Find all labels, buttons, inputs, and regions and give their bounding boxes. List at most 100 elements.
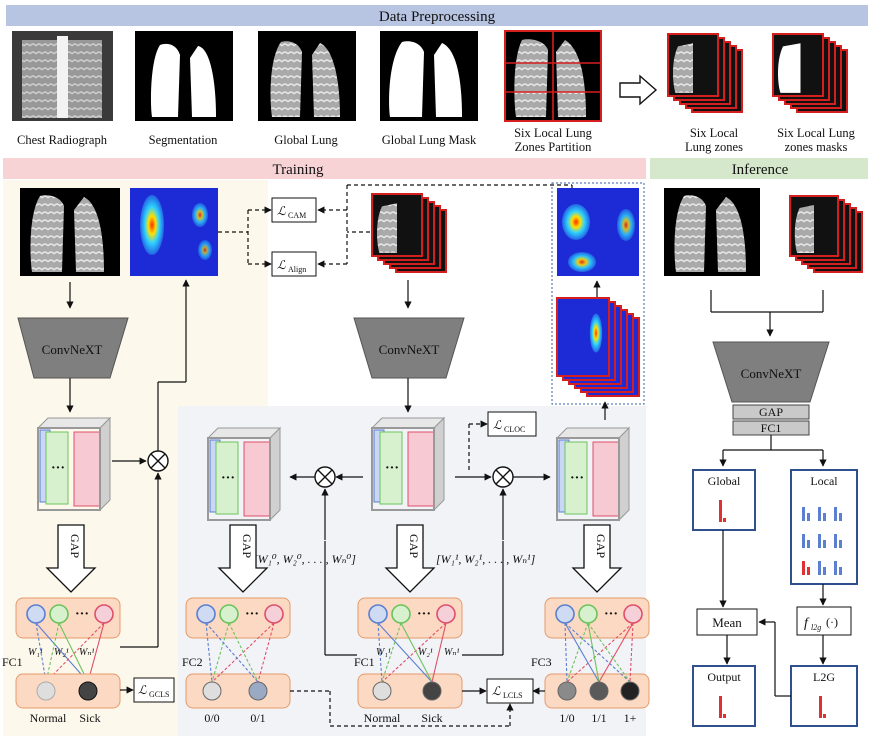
label-1plus: 1+ xyxy=(624,711,637,725)
node-blue-global xyxy=(26,604,46,624)
local-prediction-bars xyxy=(802,507,842,575)
local-bar xyxy=(807,540,810,548)
svg-text:···: ··· xyxy=(417,607,431,622)
w1-label-local: W₁¹ xyxy=(376,647,391,658)
global-cam-heatmap xyxy=(130,188,218,276)
inference-local-zones-stack xyxy=(789,195,863,273)
six-local-masks-stack xyxy=(772,33,848,113)
label-normal-global: Normal xyxy=(30,711,67,725)
loss-cloc-sub: CLOC xyxy=(504,425,525,434)
local-bar xyxy=(802,561,805,575)
gap-arrow-global: GAP xyxy=(45,524,97,593)
segmentation-image xyxy=(135,31,233,121)
label-normal-local: Normal xyxy=(364,711,401,725)
fc1-label-local: FC1 xyxy=(354,655,375,669)
loss-cam-symbol: ℒ xyxy=(277,204,286,218)
header-inference: Inference xyxy=(732,162,789,178)
loss-cam-box xyxy=(271,197,317,223)
feature-maps-fc2: ··· xyxy=(206,426,282,522)
label-sick-global: Sick xyxy=(79,711,100,725)
train-zone-layer xyxy=(371,193,423,257)
mean-label: Mean xyxy=(712,615,742,630)
gap-inference-box xyxy=(732,404,810,420)
local-cam-stack xyxy=(556,297,640,397)
w1-label-global: W₁¹ xyxy=(28,647,43,658)
l2g-prediction-bars xyxy=(819,696,826,718)
gap-label-fc3: GAP xyxy=(594,534,608,558)
local-bar xyxy=(839,567,842,575)
loss-gcls-box xyxy=(133,677,175,703)
fc1-label-global: FC1 xyxy=(2,655,23,669)
loss-lcls-box xyxy=(486,678,534,704)
local-bar xyxy=(818,534,821,548)
multiply-fc3 xyxy=(492,466,514,488)
local-bar xyxy=(834,534,837,548)
label-11: 1/1 xyxy=(591,711,606,725)
local-bar xyxy=(823,513,826,521)
convnext-global-label: ConvNeXT xyxy=(42,342,103,357)
training-global-lung-image xyxy=(20,188,120,276)
output-prediction-bars xyxy=(719,696,726,718)
caption-global-lung-mask: Global Lung Mask xyxy=(382,133,477,147)
local-bar xyxy=(839,513,842,521)
inf-zone-layer xyxy=(789,195,839,257)
fc1-local-block: ··· xyxy=(357,597,463,709)
header-preprocessing: Data Preprocessing xyxy=(379,9,496,25)
local-cam-heatmap-top xyxy=(557,188,639,276)
inference-l2g-label: L2G xyxy=(813,670,835,684)
six-zones-partition-image xyxy=(504,30,602,122)
fc2-block: ··· xyxy=(185,597,291,709)
gap-label-global: GAP xyxy=(68,534,82,558)
node-red-global xyxy=(94,604,114,624)
multiply-global xyxy=(147,450,169,472)
global-lung-image xyxy=(258,31,356,121)
caption-six-zones-1: Six Local Lung xyxy=(514,126,593,140)
loss-align-box xyxy=(271,251,317,277)
loss-align-sub: Align xyxy=(288,265,306,274)
svg-text:···: ··· xyxy=(604,607,618,622)
loss-cloc-box xyxy=(487,411,537,437)
gap-arrow-fc2: GAP xyxy=(217,524,269,593)
feature-maps-global: ··· xyxy=(36,416,112,512)
w2-label-global: W₂¹ xyxy=(54,647,69,658)
caption-six-zones-2: Zones Partition xyxy=(515,140,592,154)
header-training-bar xyxy=(3,158,646,179)
label-00: 0/0 xyxy=(204,711,219,725)
six-local-zones-stack xyxy=(667,33,743,113)
w2-label-local: W₂¹ xyxy=(418,647,433,658)
svg-text:···: ··· xyxy=(221,471,235,486)
label-01: 0/1 xyxy=(250,711,265,725)
weight-vector-w0: [W₁⁰, W₂⁰, . . . , Wₙ⁰] xyxy=(253,552,356,566)
cam-layer xyxy=(556,297,610,377)
fc1-connections-global xyxy=(35,622,105,683)
convnext-inference xyxy=(712,341,830,403)
local-bar xyxy=(807,513,810,521)
convnext-local xyxy=(353,317,465,379)
zone-layer xyxy=(667,33,719,97)
caption-local-masks-1: Six Local Lung xyxy=(777,126,856,140)
inference-global-label: Global xyxy=(708,474,741,488)
f-l2g-arg: (·) xyxy=(826,615,838,629)
local-bar xyxy=(807,567,810,575)
multiply-fc2 xyxy=(314,466,336,488)
loss-lcls-symbol: ℒ xyxy=(492,684,501,698)
local-bar xyxy=(834,507,837,521)
local-bar xyxy=(834,561,837,575)
fc3-label: FC3 xyxy=(531,655,552,669)
fc1-inference-label: FC1 xyxy=(761,421,782,435)
wn-label-local: Wₙ¹ xyxy=(444,647,459,658)
loss-cloc-symbol: ℒ xyxy=(493,418,502,432)
gap-inference-label: GAP xyxy=(759,405,783,419)
node-dots-global: ··· xyxy=(75,607,89,622)
local-bar xyxy=(839,540,842,548)
local-bar xyxy=(818,507,821,521)
node-normal-global xyxy=(36,681,56,701)
inference-output-label: Output xyxy=(707,670,741,684)
feature-maps-local: ··· xyxy=(370,416,446,512)
local-bar xyxy=(802,507,805,521)
mean-box xyxy=(696,608,758,636)
node-sick-global xyxy=(78,681,98,701)
gap-arrow-local: GAP xyxy=(384,524,436,593)
svg-text:···: ··· xyxy=(51,461,65,476)
f-l2g-box xyxy=(796,606,852,636)
